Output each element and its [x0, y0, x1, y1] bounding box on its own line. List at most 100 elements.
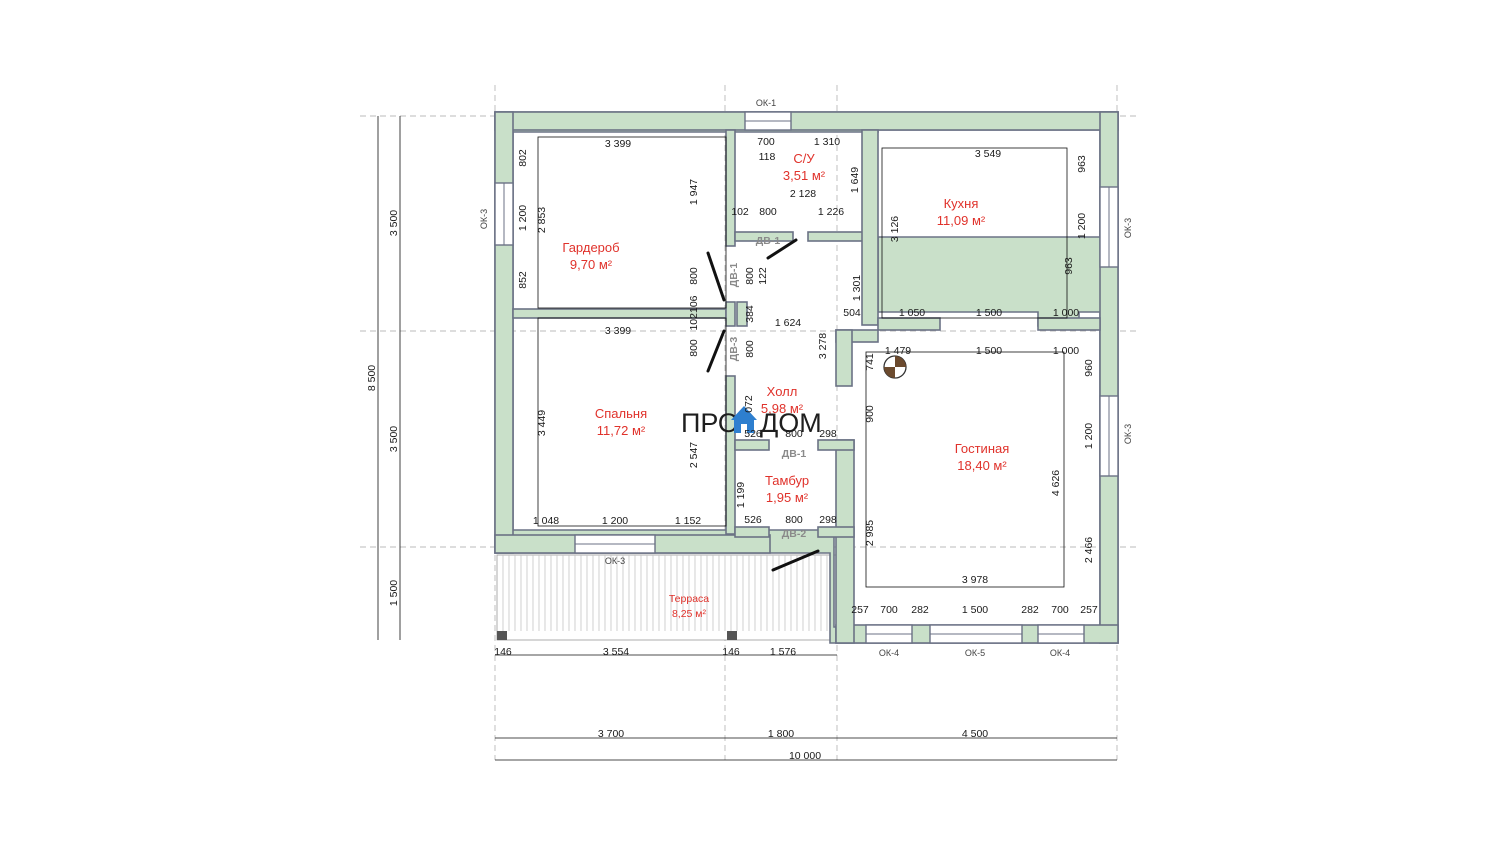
dim-1301: 1 301 — [851, 275, 863, 301]
dim-526-tambour: 526 — [744, 514, 762, 526]
door-label-dv3: ДВ-3 — [728, 337, 740, 362]
dim-2466: 2 466 — [1083, 537, 1095, 563]
dim-298-hall: 298 — [819, 428, 837, 440]
room-area-garderob: 9,70 м² — [570, 257, 613, 272]
window-label-ok4-left: ОК-4 — [879, 648, 899, 658]
window-label-ok1: ОК-1 — [756, 98, 776, 108]
dim-963-top: 963 — [1076, 155, 1088, 173]
room-name-kitchen: Кухня — [944, 196, 979, 211]
room-area-hall: 5,98 м² — [761, 401, 804, 416]
outer-dimensions — [377, 116, 1117, 761]
dim-800-dv1: 800 — [744, 267, 756, 285]
dim-1576: 1 576 — [770, 646, 796, 658]
room-area-terrace: 8,25 м² — [672, 608, 707, 620]
dim-1000-kitchen: 1 000 — [1053, 307, 1079, 319]
door-label-dv1-su: ДВ-1 — [756, 235, 781, 247]
dim-3500-top: 3 500 — [388, 210, 400, 236]
dim-1152-bedroom: 1 152 — [675, 515, 701, 527]
dim-741: 741 — [864, 353, 876, 371]
dim-3549-kitchen: 3 549 — [975, 148, 1001, 160]
dim-072: 072 — [743, 395, 755, 413]
dim-1479-living: 1 479 — [885, 345, 911, 357]
dim-526-hall: 526 — [744, 428, 762, 440]
dim-298-tambour: 298 — [819, 514, 837, 526]
dim-700-su: 700 — [757, 136, 775, 148]
dim-3978-living: 3 978 — [962, 574, 988, 586]
room-name-hall: Холл — [767, 384, 798, 399]
dim-282-a: 282 — [911, 604, 929, 616]
window-label-ok3-right-bottom: ОК-3 — [1123, 424, 1133, 444]
room-name-terrace: Терраса — [669, 593, 709, 605]
windows — [494, 111, 1119, 644]
room-area-bedroom: 11,72 м² — [597, 423, 646, 438]
dim-146-b: 146 — [722, 646, 740, 658]
room-name-bedroom: Спальня — [595, 406, 647, 421]
dim-1048-bedroom: 1 048 — [533, 515, 559, 527]
window-label-ok3-bottom: ОК-3 — [605, 556, 625, 566]
prodom-logo: ПРО ДОМ — [681, 406, 822, 438]
dim-800-dv3: 800 — [744, 340, 756, 358]
dim-1500-terrace: 1 500 — [388, 580, 400, 606]
house-icon — [731, 406, 757, 433]
logo-text-left: ПРО — [681, 408, 739, 438]
door-label-dv1-wardrobe: ДВ-1 — [728, 263, 740, 288]
dim-1000-living: 1 000 — [1053, 345, 1079, 357]
window-label-ok5: ОК-5 — [965, 648, 985, 658]
dim-3126: 3 126 — [889, 216, 901, 242]
dim-963-bottom: 963 — [1063, 257, 1075, 275]
dim-1200-kitchen: 1 200 — [1076, 213, 1088, 239]
dim-2985: 2 985 — [864, 520, 876, 546]
dim-102-su: 102 — [731, 206, 749, 218]
dim-3399-bedroom: 3 399 — [605, 325, 631, 337]
dim-2547: 2 547 — [688, 442, 700, 468]
window-label-ok3-left: ОК-3 — [479, 209, 489, 229]
window-label-ok4-right: ОК-4 — [1050, 648, 1070, 658]
room-name-su: С/У — [793, 151, 815, 166]
dim-800-tambour: 800 — [785, 514, 803, 526]
dim-1649: 1 649 — [849, 167, 861, 193]
dim-1200-left: 1 200 — [517, 205, 529, 231]
dim-257-b: 257 — [1080, 604, 1098, 616]
dim-1500-kitchen: 1 500 — [976, 307, 1002, 319]
dim-8500: 8 500 — [366, 365, 378, 391]
dim-852: 852 — [517, 271, 529, 289]
room-name-tambour: Тамбур — [765, 473, 809, 488]
dim-102106: 102106 — [688, 295, 700, 330]
room-area-su: 3,51 м² — [783, 168, 826, 183]
door-label-dv1-tambour: ДВ-1 — [782, 448, 807, 460]
dim-3399-top: 3 399 — [605, 138, 631, 150]
dim-1200-living: 1 200 — [1083, 423, 1095, 449]
dim-282-b: 282 — [1021, 604, 1039, 616]
door-label-dv2: ДВ-2 — [782, 528, 807, 540]
dim-3700: 3 700 — [598, 728, 624, 740]
dim-2128-su: 2 128 — [790, 188, 816, 200]
dim-10000: 10 000 — [789, 750, 821, 762]
room-area-tambour: 1,95 м² — [766, 490, 809, 505]
dim-257-a: 257 — [851, 604, 869, 616]
dim-700-a: 700 — [880, 604, 898, 616]
dim-3500-bottom: 3 500 — [388, 426, 400, 452]
door-leaves — [706, 238, 820, 572]
dim-1200-bedroom: 1 200 — [602, 515, 628, 527]
dim-3278: 3 278 — [817, 333, 829, 359]
boiler-icon — [883, 355, 907, 379]
dim-118-su: 118 — [759, 151, 776, 163]
dim-122: 122 — [757, 267, 769, 285]
dim-800-bedroom: 800 — [688, 339, 700, 357]
dim-800-wardrobe: 800 — [688, 267, 700, 285]
dim-960: 960 — [1083, 359, 1095, 377]
dim-1310-su: 1 310 — [814, 136, 840, 148]
window-label-ok3-right-top: ОК-3 — [1123, 218, 1133, 238]
dim-1947: 1 947 — [688, 179, 700, 205]
dim-384: 384 — [744, 305, 756, 323]
dim-1624-hall: 1 624 — [775, 317, 801, 329]
dim-504-hall: 504 — [843, 307, 861, 319]
dim-800-su: 800 — [759, 206, 777, 218]
dim-2853: 2 853 — [536, 207, 548, 233]
dim-1050-kitchen: 1 050 — [899, 307, 925, 319]
room-name-garderob: Гардероб — [562, 240, 619, 255]
dim-1226-su: 1 226 — [818, 206, 844, 218]
terrace-deck — [496, 554, 838, 641]
room-area-kitchen: 11,09 м² — [937, 213, 986, 228]
